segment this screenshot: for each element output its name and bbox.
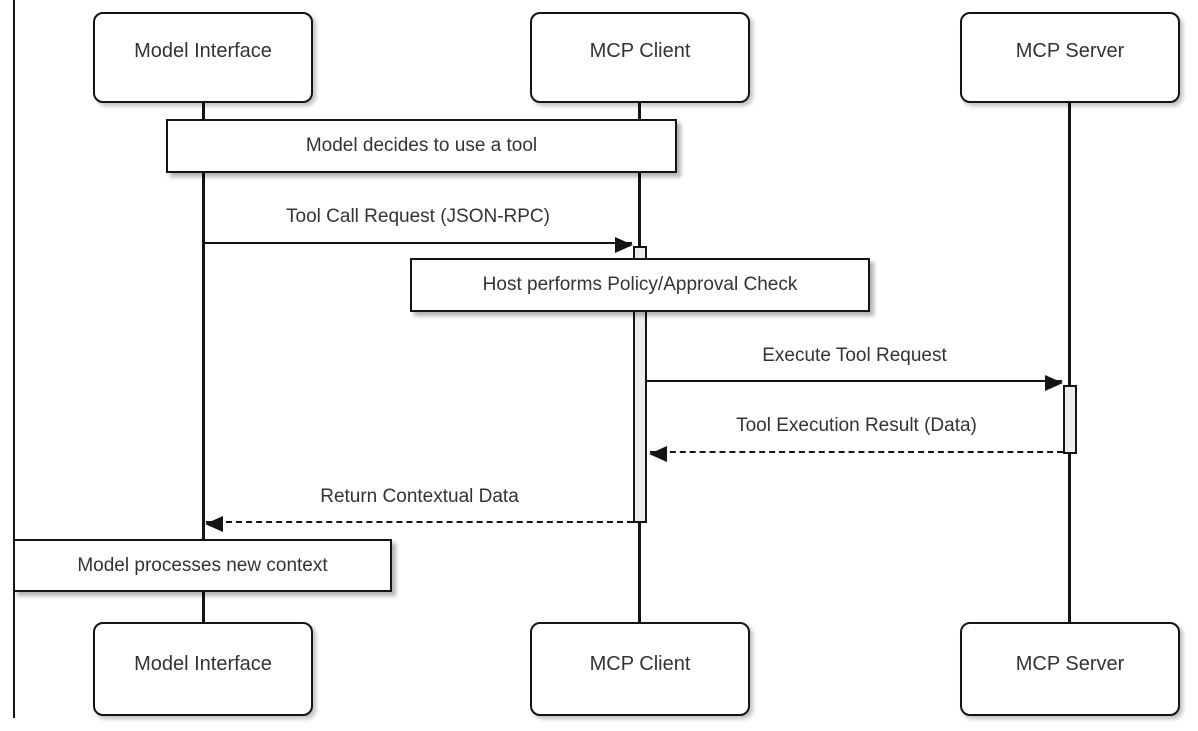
arrow-left-icon: [205, 516, 223, 532]
message-line-tool-execution-result: [649, 446, 1063, 462]
message-label-tool-execution-result: Tool Execution Result (Data): [736, 415, 977, 436]
participant-top-model-interface: Model Interface: [93, 12, 313, 103]
activation-bar-mcp-server: [1063, 385, 1077, 454]
participant-label: Model Interface: [134, 40, 272, 62]
arrow-right-icon: [615, 237, 633, 253]
lifeline-mcp-server: [1068, 103, 1071, 622]
message-line-return-contextual-data: [205, 516, 633, 532]
arrow-right-icon: [1045, 375, 1063, 391]
participant-top-mcp-client: MCP Client: [530, 12, 750, 103]
participant-top-mcp-server: MCP Server: [960, 12, 1180, 103]
participant-label: MCP Client: [589, 653, 691, 675]
note-policy-approval-check: Host performs Policy/Approval Check: [410, 258, 870, 312]
lifeline-model-interface: [202, 103, 205, 622]
message-label-tool-call-request: Tool Call Request (JSON-RPC): [286, 206, 550, 227]
participant-bottom-mcp-client: MCP Client: [530, 622, 750, 716]
arrow-left-icon: [649, 446, 667, 462]
participant-bottom-mcp-server: MCP Server: [960, 622, 1180, 716]
message-line-execute-tool-request: [647, 375, 1063, 391]
activation-bar-mcp-client: [633, 246, 647, 523]
note-model-decides-to-use-tool: Model decides to use a tool: [166, 119, 677, 173]
participant-label: Model Interface: [134, 653, 272, 675]
participant-label: MCP Server: [1015, 40, 1125, 62]
note-model-processes-new-context: Model processes new context: [13, 539, 392, 592]
participant-label: MCP Server: [1015, 653, 1125, 675]
note-text: Model decides to use a tool: [305, 135, 538, 156]
participant-bottom-model-interface: Model Interface: [93, 622, 313, 716]
note-text: Host performs Policy/Approval Check: [482, 274, 798, 295]
message-line-tool-call-request: [204, 237, 633, 253]
frame-border-line: [13, 0, 15, 718]
note-text: Model processes new context: [77, 554, 328, 576]
message-label-return-contextual-data: Return Contextual Data: [320, 486, 519, 507]
message-label-execute-tool-request: Execute Tool Request: [762, 345, 947, 366]
participant-label: MCP Client: [589, 40, 691, 62]
